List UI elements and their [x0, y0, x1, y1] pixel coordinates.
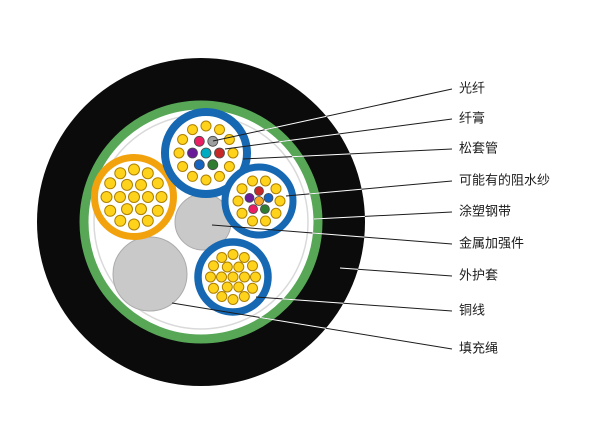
loose-tube-right-fibers — [244, 186, 274, 215]
label-fiber-gel: 纤膏 — [459, 111, 485, 127]
labels: 光纤 纤膏 松套管 可能有的阻水纱 涂塑钢带 金属加强件 外护套 铜线 填充绳 — [459, 82, 550, 357]
label-optical-fiber: 光纤 — [459, 82, 485, 97]
copper-unit-wires — [100, 163, 168, 231]
label-outer-sheath: 外护套 — [459, 268, 498, 284]
filler-rope-circle — [112, 236, 188, 312]
label-metal-strength-member: 金属加强件 — [459, 236, 524, 252]
loose-tube-top-fibers — [187, 135, 225, 171]
label-water-blocking-yarn: 可能有的阻水纱 — [459, 173, 550, 189]
label-copper-wire: 铜线 — [459, 304, 485, 319]
loose-tube-right-wires — [232, 175, 286, 227]
copper-tube-bottom-wires — [205, 249, 261, 305]
label-filler-rope: 填充绳 — [459, 341, 498, 357]
label-loose-tube: 松套管 — [459, 141, 498, 157]
label-coated-steel-tape: 涂塑钢带 — [459, 204, 511, 220]
